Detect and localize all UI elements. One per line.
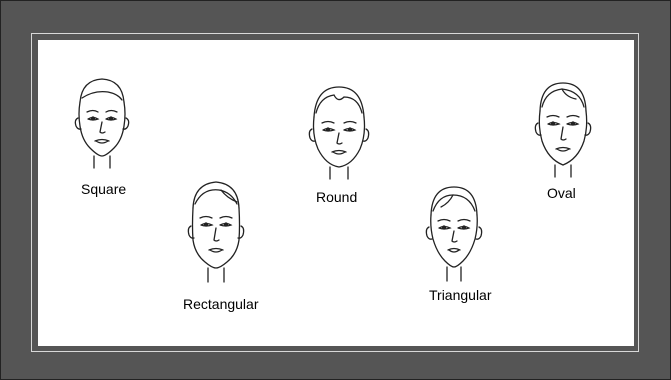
face-square-icon <box>68 74 136 170</box>
face-label-square: Square <box>81 181 126 197</box>
face-rectangular-icon <box>181 178 251 284</box>
face-triangular-icon <box>419 183 489 283</box>
face-label-round: Round <box>316 189 357 205</box>
face-round-icon <box>304 83 374 181</box>
face-label-rectangular: Rectangular <box>183 296 259 312</box>
face-label-triangular: Triangular <box>429 287 492 303</box>
face-label-oval: Oval <box>547 185 576 201</box>
face-oval-icon <box>528 79 598 179</box>
